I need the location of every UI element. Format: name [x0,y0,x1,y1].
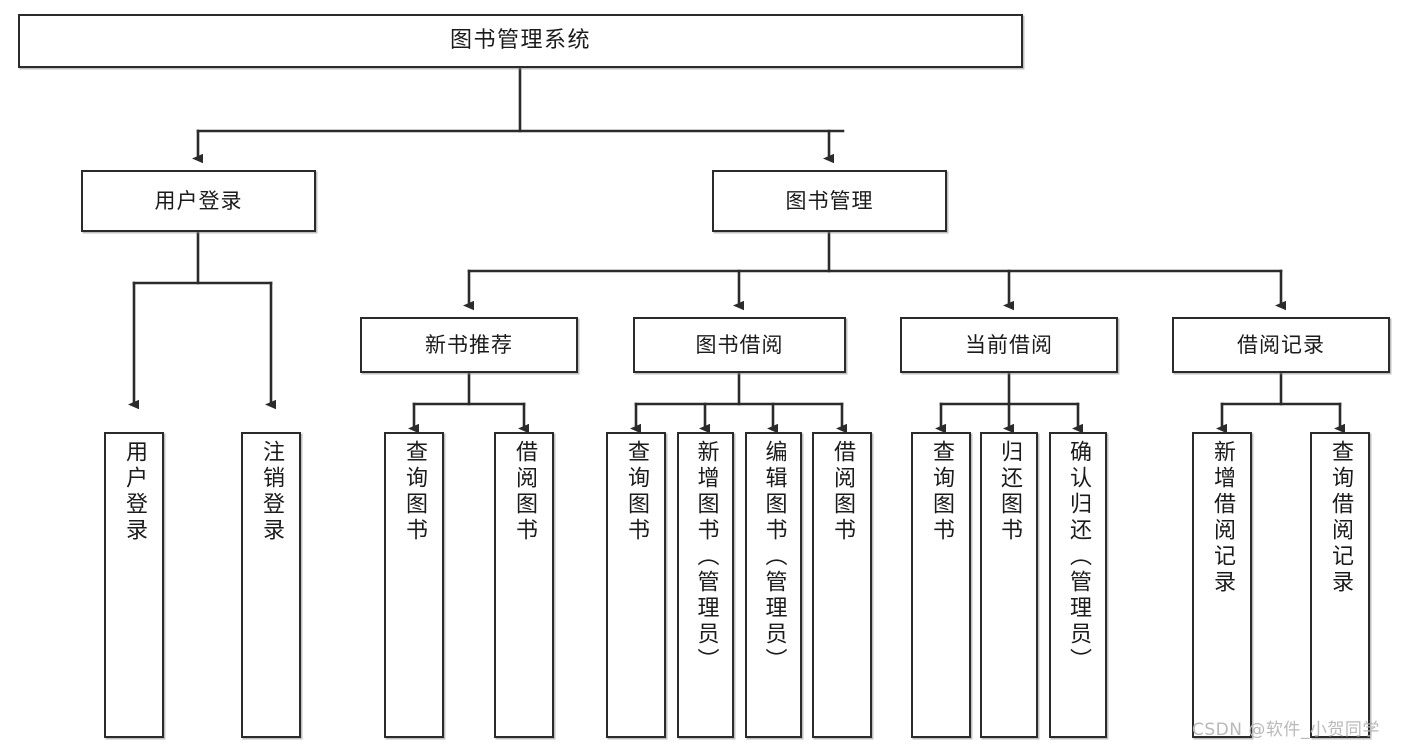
node-label: 用户登录 [122,440,147,544]
node-leaf-logout-login[interactable]: 注销登录 [241,432,301,738]
node-leaf-query-book-current[interactable]: 查询图书 [911,432,971,738]
node-leaf-add-book-admin[interactable]: 新增图书（管理员） [677,432,734,738]
node-leaf-query-borrow-record[interactable]: 查询借阅记录 [1310,432,1370,738]
node-leaf-return-book[interactable]: 归还图书 [980,432,1038,738]
node-label: 新增借阅记录 [1210,440,1235,596]
node-leaf-borrow-book-borrow[interactable]: 借阅图书 [812,432,872,738]
node-label: 借阅记录 [1237,332,1325,357]
node-leaf-edit-book-admin[interactable]: 编辑图书（管理员） [745,432,802,738]
node-leaf-add-borrow-record[interactable]: 新增借阅记录 [1192,432,1252,738]
node-label: 编辑图书（管理员） [761,440,787,674]
node-root-book-management-system[interactable]: 图书管理系统 [18,14,1023,68]
node-label: 新增图书（管理员） [693,440,719,674]
csdn-watermark: CSDN @软件_小贺同学 [1192,720,1380,740]
node-borrow-record[interactable]: 借阅记录 [1172,317,1390,373]
node-leaf-query-book-borrow[interactable]: 查询图书 [606,432,666,738]
node-leaf-confirm-return-admin[interactable]: 确认归还（管理员） [1049,432,1107,738]
node-current-borrow[interactable]: 当前借阅 [900,317,1118,373]
node-label: 查询图书 [402,440,427,544]
node-leaf-user-login[interactable]: 用户登录 [104,432,164,738]
node-label: 借阅图书 [830,440,855,544]
node-label: 归还图书 [997,440,1022,544]
node-label: 图书借阅 [695,332,784,357]
node-label: 借阅图书 [512,440,537,544]
node-leaf-borrow-book-recommend[interactable]: 借阅图书 [494,432,554,738]
node-label: 注销登录 [259,440,284,544]
node-label: 新书推荐 [425,332,513,357]
node-label: 查询图书 [624,440,649,544]
node-label: 图书管理 [785,188,874,213]
node-label: 查询图书 [929,440,954,544]
node-label: 确认归还（管理员） [1066,440,1091,674]
node-user-login[interactable]: 用户登录 [81,170,316,232]
node-new-book-recommend[interactable]: 新书推荐 [360,317,578,373]
node-label: 图书管理系统 [449,28,591,54]
node-book-management[interactable]: 图书管理 [712,170,947,232]
node-label: 当前借阅 [965,332,1053,357]
node-book-borrow[interactable]: 图书借阅 [633,317,846,373]
node-leaf-query-book-recommend[interactable]: 查询图书 [384,432,444,738]
node-label: 用户登录 [154,188,243,213]
node-label: 查询借阅记录 [1328,440,1353,596]
